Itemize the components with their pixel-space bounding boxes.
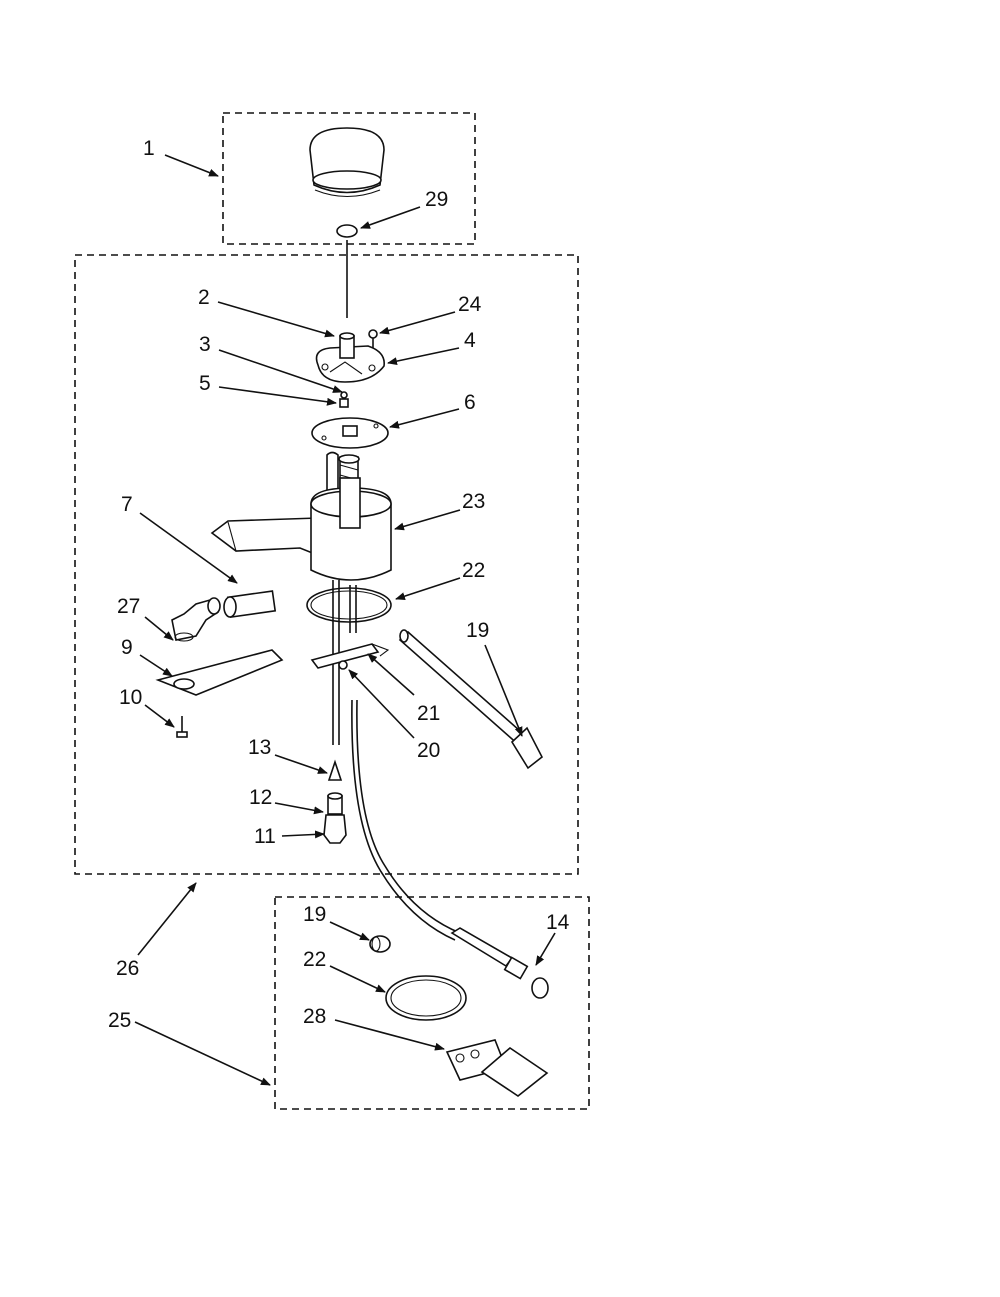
faucet-body [310,477,392,581]
small-ball [340,391,348,399]
callout-3: 3 [199,333,211,356]
callout-10: 10 [119,686,142,709]
retaining-ring [336,224,358,238]
base-fitting [323,814,347,844]
faucet-assembly-box [74,254,579,875]
mount-bracket [310,643,390,669]
callout-9: 9 [121,636,133,659]
valve-body [327,792,343,815]
callout-7: 7 [121,493,133,516]
callout-22b: 22 [303,948,326,971]
leader-lines [134,154,556,1086]
kit-spray-head [369,935,391,953]
base-gasket [155,649,284,696]
callout-19a: 19 [466,619,489,642]
callout-5: 5 [199,372,211,395]
callout-20: 20 [417,739,440,762]
callout-2: 2 [198,286,210,309]
aerator-sleeve [223,590,277,619]
kit-gasket-pads [445,1039,549,1097]
callout-28: 28 [303,1005,326,1028]
mount-screw [176,716,188,738]
bracket-nut [338,660,348,670]
cone-strainer [327,759,343,781]
callout-25: 25 [108,1009,131,1032]
callout-23: 23 [462,490,485,513]
callout-11: 11 [254,825,276,848]
kit-o-ring [385,975,467,1021]
callout-19b: 19 [303,903,326,926]
supply-hose [351,699,456,941]
callout-22a: 22 [462,559,485,582]
handle-kit-box [222,112,476,245]
callout-26: 26 [116,957,139,980]
hose-fitting [450,927,549,999]
o-ring [306,587,392,623]
small-spring [339,398,349,408]
callout-6: 6 [464,391,476,414]
supply-hose-edge [356,699,461,934]
callout-13: 13 [248,736,271,759]
callout-12: 12 [249,786,272,809]
parts-kit-box [274,896,590,1110]
callout-4: 4 [464,329,476,352]
callout-1: 1 [143,137,155,160]
elbow-fitting [171,597,221,642]
handle-knob [309,127,385,197]
callout-29: 29 [425,188,448,211]
callout-24: 24 [458,293,482,316]
cap-screw [368,329,378,348]
stem-cap [315,332,385,383]
callout-27: 27 [117,595,140,618]
cam-plate [311,417,389,449]
callout-14: 14 [546,911,570,934]
callout-21: 21 [417,702,440,725]
